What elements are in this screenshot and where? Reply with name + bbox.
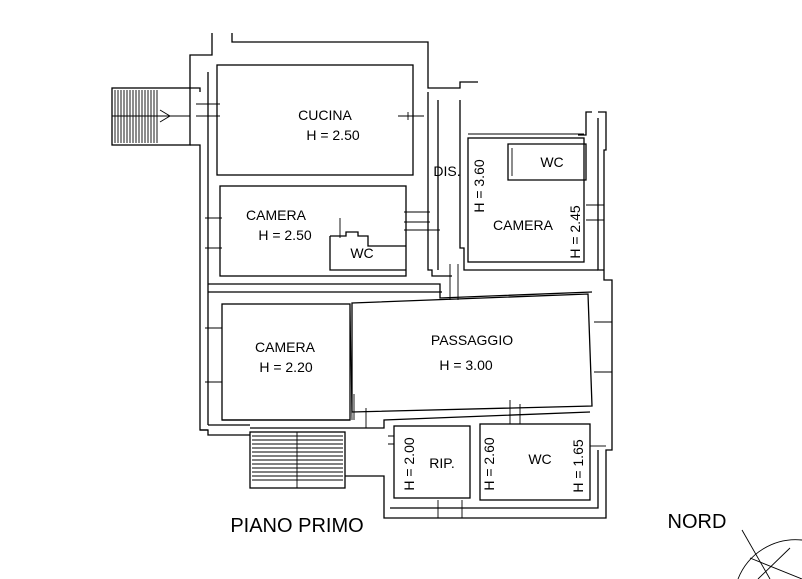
label-passaggio: PASSAGGIO bbox=[431, 332, 513, 348]
label-passaggio-height: H = 3.00 bbox=[439, 357, 493, 373]
label-dis-height: H = 3.60 bbox=[471, 159, 487, 213]
label-camera-mid-height: H = 2.50 bbox=[258, 227, 312, 243]
room-wc-top bbox=[507, 143, 587, 181]
label-wc-low-height-right: H = 1.65 bbox=[570, 439, 586, 493]
label-cucina: CUCINA bbox=[298, 107, 352, 123]
label-wc-top: WC bbox=[540, 154, 563, 170]
exterior-walls bbox=[189, 33, 613, 519]
label-dis: DIS. bbox=[433, 163, 460, 179]
room-rip bbox=[393, 425, 471, 499]
room-passaggio bbox=[351, 293, 593, 413]
rooms bbox=[208, 64, 598, 501]
north-label: NORD bbox=[668, 511, 727, 533]
room-wc-mid bbox=[329, 231, 406, 271]
openings bbox=[196, 103, 612, 518]
label-wc-low-height-left: H = 2.60 bbox=[481, 437, 497, 491]
room-camera-mid bbox=[219, 185, 407, 277]
label-camera-ne: CAMERA bbox=[493, 217, 554, 233]
label-camera-sw-height: H = 2.20 bbox=[259, 359, 313, 375]
label-camera-sw: CAMERA bbox=[255, 339, 316, 355]
label-wc-low: WC bbox=[528, 451, 551, 467]
room-wc-low bbox=[479, 423, 591, 501]
stairs-west bbox=[111, 87, 191, 146]
stairs-south bbox=[249, 431, 346, 489]
label-wc-mid: WC bbox=[350, 245, 373, 261]
label-rip-height: H = 2.00 bbox=[401, 437, 417, 491]
north-arrow: NORD bbox=[668, 511, 802, 579]
room-labels: CUCINA H = 2.50 DIS. H = 3.60 WC CAMERA … bbox=[246, 107, 586, 493]
room-camera-ne bbox=[467, 137, 585, 263]
label-camera-mid: CAMERA bbox=[246, 207, 307, 223]
label-camera-ne-height: H = 2.45 bbox=[567, 205, 583, 259]
room-cucina bbox=[216, 64, 414, 176]
plan-title: PIANO PRIMO bbox=[230, 515, 363, 537]
label-cucina-height: H = 2.50 bbox=[306, 127, 360, 143]
label-rip: RIP. bbox=[429, 455, 454, 471]
